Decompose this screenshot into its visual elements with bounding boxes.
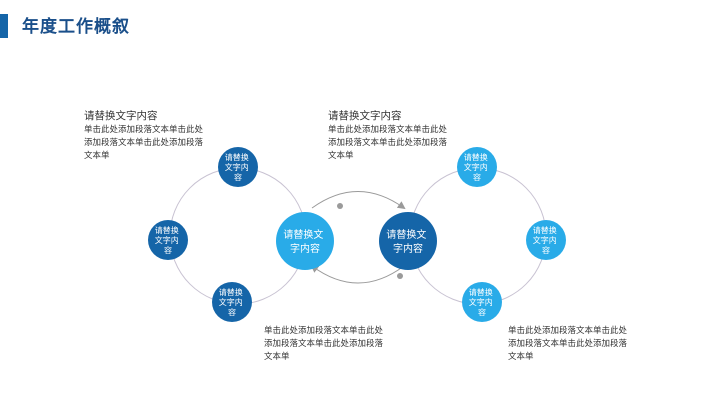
- node-left-bottom: 请替换 文字内 容: [212, 282, 252, 322]
- node-left-left: 请替换 文字内 容: [148, 220, 188, 260]
- node-label: 请替换 文字内 容: [219, 287, 246, 317]
- node-label: 请替换 文字内 容: [155, 225, 182, 255]
- block-top-left-body: 单击此处添加段落文本单击此处 添加段落文本单击此处添加段落 文本单: [84, 125, 204, 161]
- connector-arc-top: [311, 191, 406, 210]
- title-accent-bar: [0, 14, 8, 38]
- node-label: 请替换 文字内 容: [464, 152, 491, 182]
- page-title: 年度工作概叙: [22, 17, 130, 37]
- node-left-center: 请替换文 字内容: [276, 212, 334, 270]
- node-label: 请替换 文字内 容: [533, 225, 560, 255]
- block-top-left-heading: 请替换文字内容: [84, 110, 158, 122]
- connector-dot-top: [337, 203, 343, 209]
- node-label: 请替换文 字内容: [386, 228, 429, 255]
- node-right-top: 请替换 文字内 容: [457, 147, 497, 187]
- node-right-center: 请替换文 字内容: [379, 212, 437, 270]
- node-label: 请替换 文字内 容: [469, 287, 496, 317]
- block-bottom-middle-body: 单击此处添加段落文本单击此处 添加段落文本单击此处添加段落 文本单: [264, 326, 384, 362]
- node-label: 请替换文 字内容: [283, 228, 326, 255]
- node-right-bottom: 请替换 文字内 容: [462, 282, 502, 322]
- node-left-top: 请替换 文字内 容: [218, 147, 258, 187]
- block-bottom-right-body: 单击此处添加段落文本单击此处 添加段落文本单击此处添加段落 文本单: [508, 326, 628, 362]
- connector-arc-bottom: [310, 264, 405, 284]
- node-right-right: 请替换 文字内 容: [526, 220, 566, 260]
- connector-dot-bottom: [397, 273, 403, 279]
- node-label: 请替换 文字内 容: [225, 152, 252, 182]
- block-top-middle-body: 单击此处添加段落文本单击此处 添加段落文本单击此处添加段落 文本单: [328, 125, 448, 161]
- block-top-middle-heading: 请替换文字内容: [328, 110, 402, 122]
